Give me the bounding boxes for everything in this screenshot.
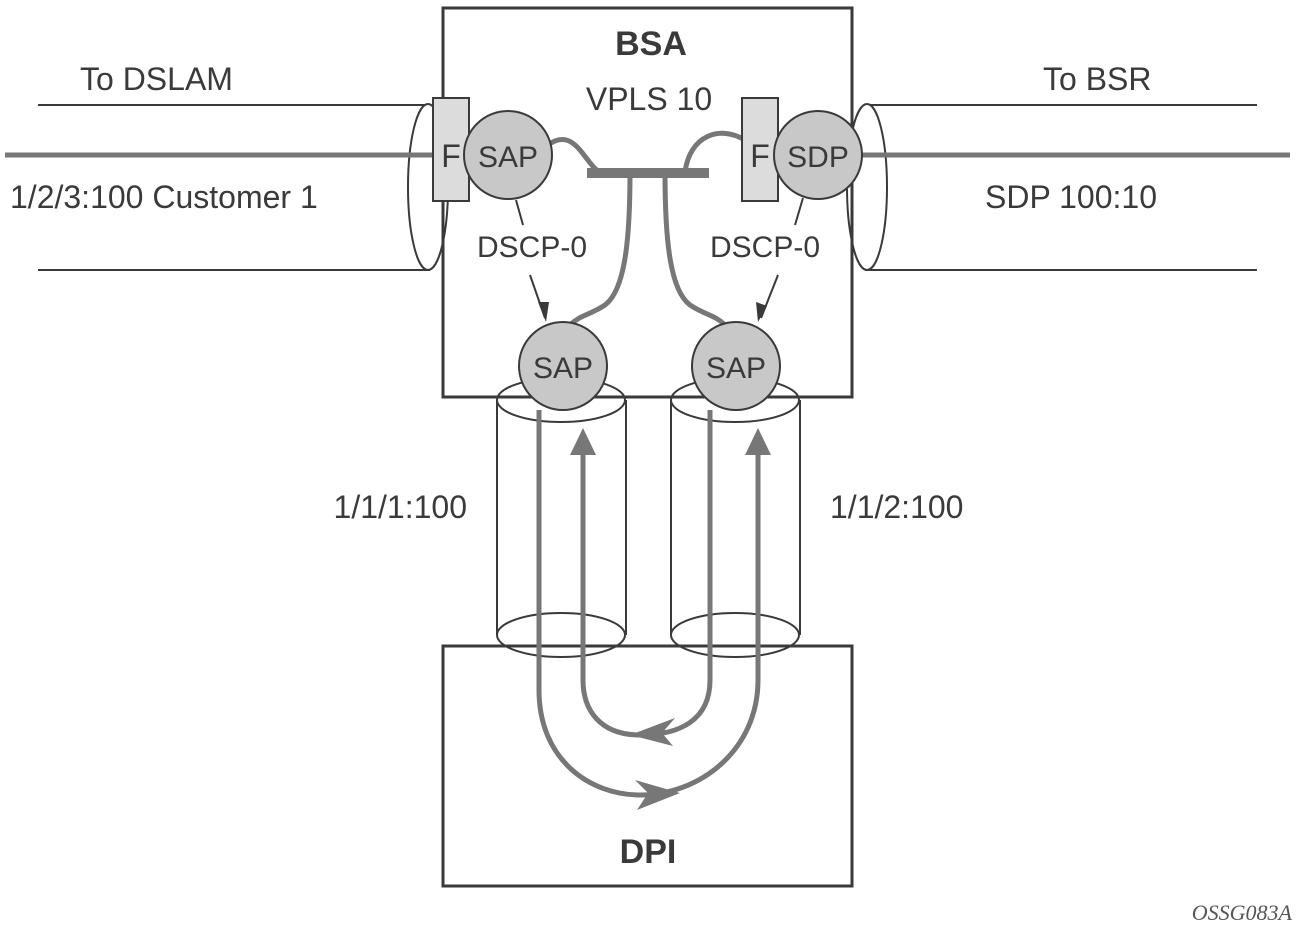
- left-port-label: 1/2/3:100 Customer 1: [10, 179, 318, 215]
- flow-inner: [570, 410, 713, 746]
- right-dscp-label: DSCP-0: [710, 231, 820, 264]
- left-dscp-label: DSCP-0: [477, 231, 587, 264]
- lower-left-sap-node[interactable]: [518, 321, 608, 411]
- bsa-box: [441, 6, 854, 399]
- left-sap-node[interactable]: [463, 110, 553, 200]
- right-sdp-node[interactable]: [773, 110, 863, 200]
- left-heading: To DSLAM: [80, 61, 233, 97]
- right-port-label: SDP 100:10: [985, 179, 1157, 215]
- lower-left-sap-label: SAP: [533, 352, 593, 385]
- bsa-title: BSA: [615, 25, 687, 63]
- figure-id: OSSG083A: [1192, 900, 1293, 925]
- vpls-bridge: [587, 168, 709, 178]
- left-filter-label: F: [441, 138, 461, 174]
- vpls-label: VPLS 10: [586, 81, 712, 117]
- lower-left-port-label: 1/1/1:100: [334, 489, 467, 525]
- flow-outer: [536, 410, 771, 810]
- lower-right-sap-node[interactable]: [691, 321, 781, 411]
- right-filter: [741, 97, 779, 202]
- right-sdp-label: SDP: [787, 141, 849, 174]
- left-filter: [432, 97, 470, 202]
- left-sap-label: SAP: [478, 141, 538, 174]
- lower-right-port-label: 1/1/2:100: [830, 489, 963, 525]
- left-cylinder: [496, 377, 627, 658]
- dpi-title: DPI: [620, 833, 677, 871]
- lower-right-sap-label: SAP: [706, 352, 766, 385]
- right-filter-label: F: [750, 138, 770, 174]
- right-heading: To BSR: [1043, 61, 1151, 97]
- right-cylinder: [670, 377, 801, 658]
